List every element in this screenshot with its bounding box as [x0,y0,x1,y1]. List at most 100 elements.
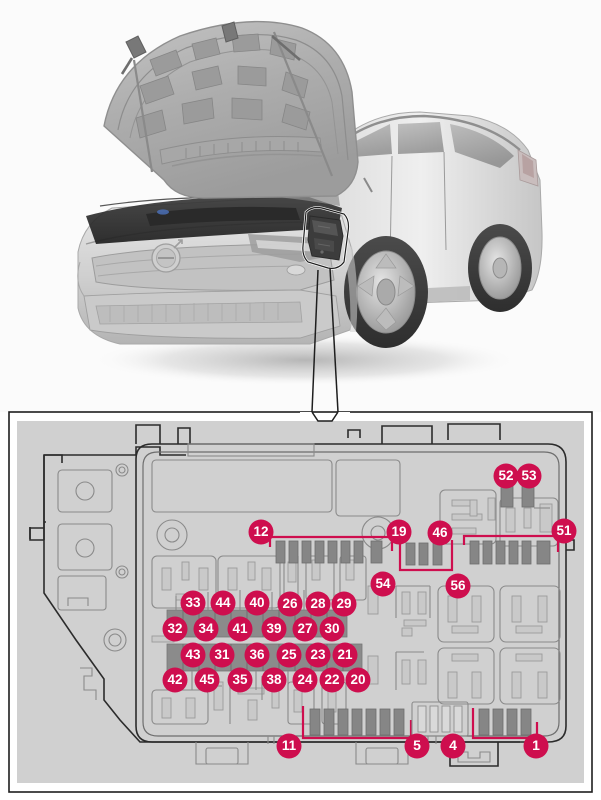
callout-marker-41[interactable]: 41 [227,616,253,642]
bracket-46-54 [398,540,454,572]
callout-circle [386,519,412,545]
top-middle-fuse-row [398,540,454,572]
callout-marker-53[interactable]: 53 [516,463,542,489]
callout-marker-24[interactable]: 24 [292,667,318,693]
leader-lines [311,267,339,413]
callout-label: 27 [297,621,312,636]
bracket-12-19 [268,535,394,551]
callout-circle [427,520,453,546]
bracket-51 [462,534,560,552]
callout-circle [193,616,219,642]
callout-label: 38 [266,672,282,687]
callout-circle [523,733,549,759]
callout-marker-28[interactable]: 28 [305,591,331,617]
callout-circle [261,616,287,642]
callout-circle [276,642,302,668]
top-right-fuse-row [462,534,560,565]
callout-marker-5[interactable]: 5 [404,733,430,759]
bracket-11-5 [301,706,413,740]
callout-circle [248,519,274,545]
callout-circle [332,642,358,668]
callout-marker-34[interactable]: 34 [193,616,219,642]
bottom-mid-fuse-row [411,701,469,737]
callout-marker-39[interactable]: 39 [261,616,287,642]
callout-marker-56[interactable]: 56 [445,573,471,599]
callout-marker-36[interactable]: 36 [244,642,270,668]
callout-circle [180,590,206,616]
callout-label: 36 [249,647,265,662]
callout-marker-38[interactable]: 38 [261,667,287,693]
callout-label: 35 [232,672,248,687]
bracket-4-1 [471,708,539,740]
callout-marker-52[interactable]: 52 [493,463,519,489]
callout-circle [209,642,235,668]
callout-marker-26[interactable]: 26 [277,591,303,617]
callout-circle [162,667,188,693]
callout-marker-20[interactable]: 20 [345,667,371,693]
callout-label: 33 [185,595,201,610]
callout-label: 52 [498,468,513,483]
callout-marker-22[interactable]: 22 [319,667,345,693]
callout-label: 12 [253,524,268,539]
callout-marker-1[interactable]: 1 [523,733,549,759]
callout-circle [162,616,188,642]
callout-marker-32[interactable]: 32 [162,616,188,642]
callout-circle [445,573,471,599]
callout-circle [292,667,318,693]
callout-label: 22 [324,672,339,687]
callout-circle [305,642,331,668]
callout-label: 28 [310,596,326,611]
callout-marker-40[interactable]: 40 [244,590,270,616]
callout-marker-54[interactable]: 54 [370,571,396,597]
callout-marker-30[interactable]: 30 [319,616,345,642]
callout-circle [305,591,331,617]
callout-circle [244,642,270,668]
callout-label: 21 [337,647,353,662]
fusebox-housing-outline [29,423,567,767]
callout-label: 11 [282,738,297,753]
callout-label: 23 [310,647,326,662]
callout-marker-43[interactable]: 43 [180,642,206,668]
callout-circle [210,590,236,616]
callout-marker-44[interactable]: 44 [210,590,236,616]
callout-marker-19[interactable]: 19 [386,519,412,545]
callout-marker-11[interactable]: 11 [276,733,302,759]
callout-marker-4[interactable]: 4 [440,733,466,759]
callout-marker-33[interactable]: 33 [180,590,206,616]
callout-label: 39 [266,621,281,636]
callout-circle [516,463,542,489]
callout-label: 46 [432,525,448,540]
callout-marker-31[interactable]: 31 [209,642,235,668]
callout-circle [440,733,466,759]
callout-label: 4 [449,737,457,753]
callout-marker-29[interactable]: 29 [331,591,357,617]
callout-marker-46[interactable]: 46 [427,520,453,546]
callout-label: 29 [336,596,351,611]
callout-circle [493,463,519,489]
callout-marker-25[interactable]: 25 [276,642,302,668]
callout-marker-23[interactable]: 23 [305,642,331,668]
front-wheel [344,236,428,348]
callout-label: 20 [350,672,365,687]
callout-marker-21[interactable]: 21 [332,642,358,668]
callout-marker-12[interactable]: 12 [248,519,274,545]
callout-circle [276,733,302,759]
callout-marker-35[interactable]: 35 [227,667,253,693]
callout-label: 34 [198,621,214,636]
callout-label: 45 [199,672,215,687]
callout-marker-27[interactable]: 27 [292,616,318,642]
callout-label: 1 [532,737,540,753]
callout-circle [277,591,303,617]
callout-circle [261,667,287,693]
callout-label: 24 [297,672,313,687]
callout-marker-42[interactable]: 42 [162,667,188,693]
callout-circle [194,667,220,693]
callout-label: 40 [249,595,264,610]
callout-label: 56 [450,578,466,593]
callout-marker-45[interactable]: 45 [194,667,220,693]
callout-marker-51[interactable]: 51 [551,518,577,544]
callout-circle [551,518,577,544]
